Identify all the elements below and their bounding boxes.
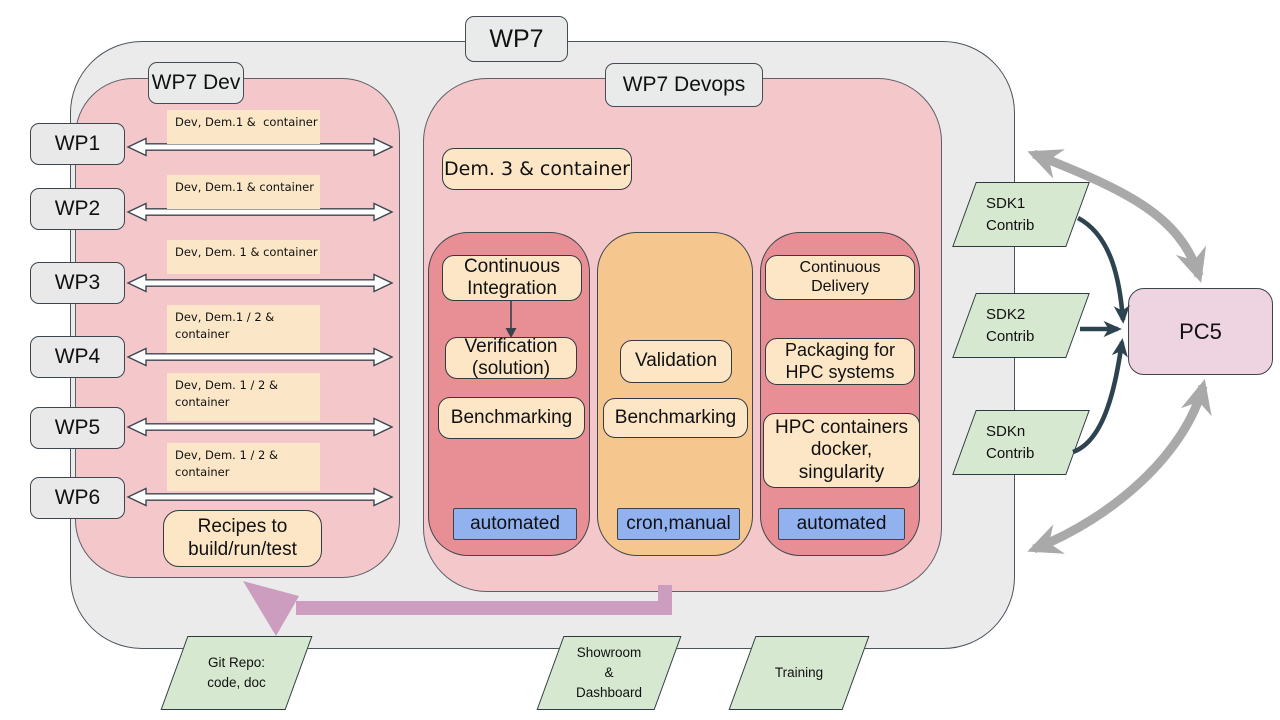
wp-node-wp1: WP1	[30, 123, 125, 165]
automated-badge: automated	[453, 508, 577, 540]
wp-node-wp3: WP3	[30, 262, 125, 304]
sdk2-parallelogram: SDK2 Contrib	[952, 293, 1090, 358]
wp-node-wp5: WP5	[30, 407, 125, 449]
dem3-box: Dem. 3 & container	[442, 148, 632, 190]
sdk1-parallelogram: SDK1 Contrib	[952, 182, 1090, 247]
git-repo-parallelogram: Git Repo: code, doc	[160, 636, 313, 710]
hpc-containers-box: HPC containers docker, singularity	[763, 413, 920, 488]
showroom-parallelogram: Showroom & Dashboard	[536, 636, 682, 710]
verification-box: Verification (solution)	[445, 336, 577, 379]
wp-node-wp2: WP2	[30, 188, 125, 230]
dev-row-label: Dev, Dem. 1 & container	[167, 240, 320, 274]
dev-group-title: WP7 Dev	[148, 62, 244, 104]
automated-badge: automated	[778, 508, 905, 540]
validation-column	[597, 232, 753, 556]
wp-node-wp4: WP4	[30, 336, 125, 378]
sdkn-parallelogram: SDKn Contrib	[952, 410, 1090, 475]
training-parallelogram: Training	[728, 636, 870, 710]
benchmarking-box: Benchmarking	[603, 398, 748, 438]
continuous-delivery-box: Continuous Delivery	[765, 255, 915, 300]
recipes-box: Recipes to build/run/test	[163, 510, 322, 567]
dev-row-label: Dev, Dem.1 & container	[167, 175, 320, 209]
validation-box: Validation	[620, 340, 732, 383]
dev-row-label: Dev, Dem.1 / 2 & container	[167, 305, 320, 353]
benchmarking-box: Benchmarking	[438, 397, 585, 439]
dev-row-label: Dev, Dem. 1 / 2 & container	[167, 443, 320, 491]
pc5-box: PC5	[1128, 288, 1273, 375]
dev-row-label: Dev, Dem. 1 / 2 & container	[167, 373, 320, 421]
devops-group-title: WP7 Devops	[605, 63, 763, 107]
continuous-integration-box: Continuous Integration	[442, 255, 582, 301]
dev-row-label: Dev, Dem.1 & container	[167, 110, 320, 144]
wp7-title-label: WP7	[489, 24, 544, 53]
page-title: WP7	[465, 16, 568, 62]
packaging-box: Packaging for HPC systems	[765, 338, 915, 385]
cron-manual-badge: cron,manual	[617, 508, 740, 540]
wp-node-wp6: WP6	[30, 477, 125, 519]
